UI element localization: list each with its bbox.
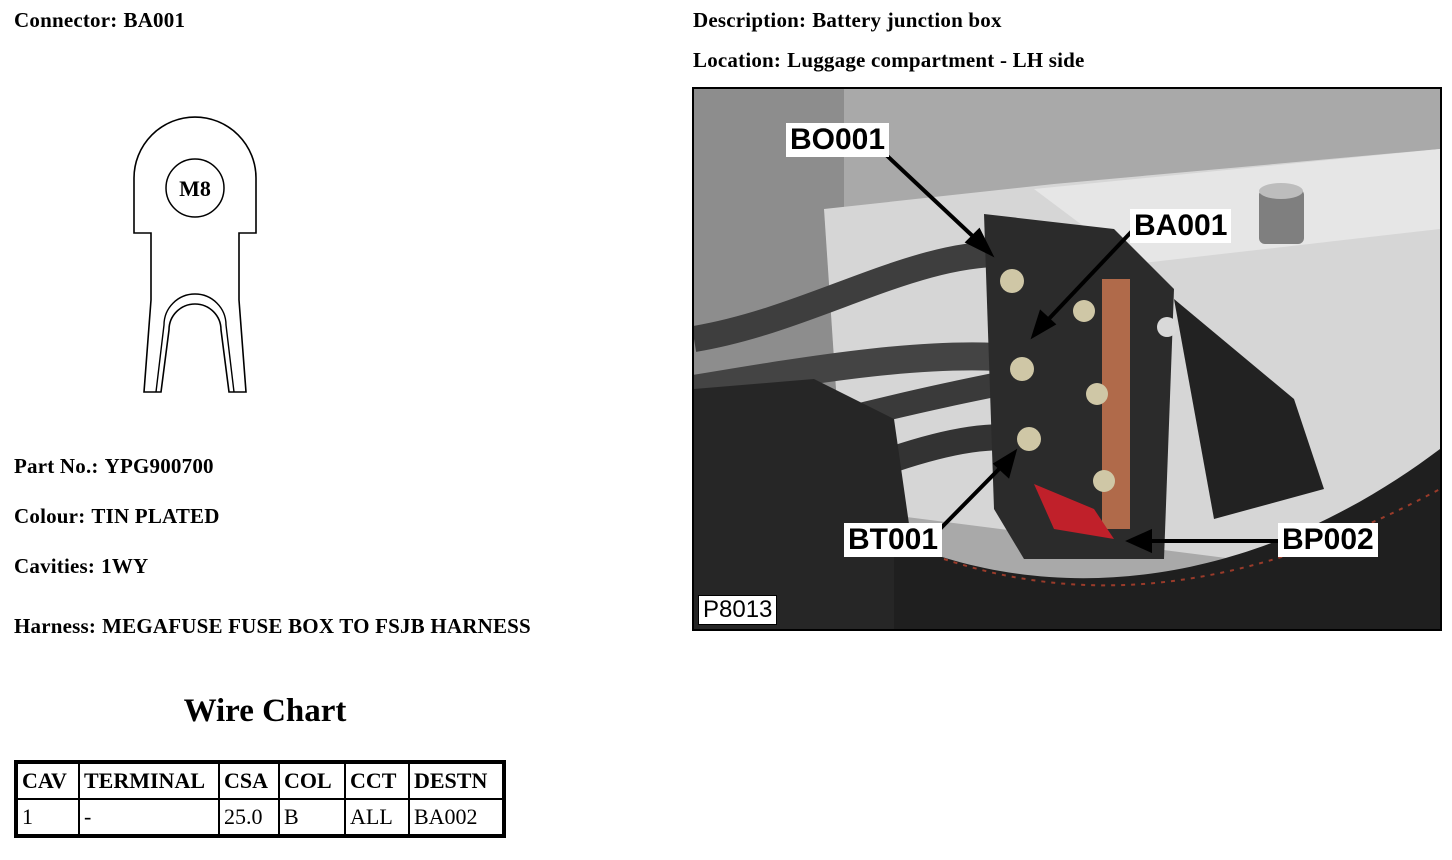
cavities-value: 1WY (101, 554, 149, 578)
photo-id-label: P8013 (698, 595, 778, 625)
header-col: COL (279, 763, 345, 799)
cell-terminal: - (79, 799, 219, 835)
table-row: 1 - 25.0 B ALL BA002 (17, 799, 503, 835)
cell-destn: BA002 (409, 799, 503, 835)
thread-size-label: M8 (179, 176, 211, 201)
ring-terminal-drawing: M8 (133, 116, 257, 393)
harness-label: Harness: (14, 614, 97, 638)
description-field: Description:Battery junction box (693, 8, 1002, 33)
header-csa: CSA (219, 763, 279, 799)
callout-bp002: BP002 (1278, 523, 1378, 557)
connector-field: Connector:BA001 (14, 8, 185, 33)
part-no-value: YPG900700 (104, 454, 214, 478)
connector-label: Connector: (14, 8, 118, 32)
location-label: Location: (693, 48, 782, 72)
harness-value: MEGAFUSE FUSE BOX TO FSJB HARNESS (102, 614, 531, 638)
cell-cct: ALL (345, 799, 409, 835)
wire-chart-title: Wire Chart (183, 693, 347, 729)
header-cct: CCT (345, 763, 409, 799)
header-destn: DESTN (409, 763, 503, 799)
description-value: Battery junction box (812, 8, 1002, 32)
cell-cav: 1 (17, 799, 79, 835)
cell-csa: 25.0 (219, 799, 279, 835)
callout-ba001: BA001 (1130, 209, 1232, 243)
part-no-field: Part No.:YPG900700 (14, 454, 214, 479)
part-no-label: Part No.: (14, 454, 99, 478)
callout-bt001: BT001 (844, 523, 943, 557)
cell-col: B (279, 799, 345, 835)
connector-value: BA001 (123, 8, 186, 32)
location-field: Location:Luggage compartment - LH side (693, 48, 1085, 73)
colour-label: Colour: (14, 504, 86, 528)
location-value: Luggage compartment - LH side (787, 48, 1085, 72)
wire-chart-header-row: CAV TERMINAL CSA COL CCT DESTN (17, 763, 503, 799)
wire-chart-table: CAV TERMINAL CSA COL CCT DESTN 1 - 25.0 … (14, 760, 506, 838)
callout-bo001: BO001 (786, 123, 890, 157)
colour-field: Colour:TIN PLATED (14, 504, 220, 529)
header-terminal: TERMINAL (79, 763, 219, 799)
description-label: Description: (693, 8, 807, 32)
header-cav: CAV (17, 763, 79, 799)
harness-field: Harness:MEGAFUSE FUSE BOX TO FSJB HARNES… (14, 614, 531, 639)
colour-value: TIN PLATED (91, 504, 220, 528)
cavities-label: Cavities: (14, 554, 96, 578)
cavities-field: Cavities:1WY (14, 554, 148, 579)
junction-box-photo: BO001 BA001 BT001 BP002 P8013 (692, 87, 1442, 631)
